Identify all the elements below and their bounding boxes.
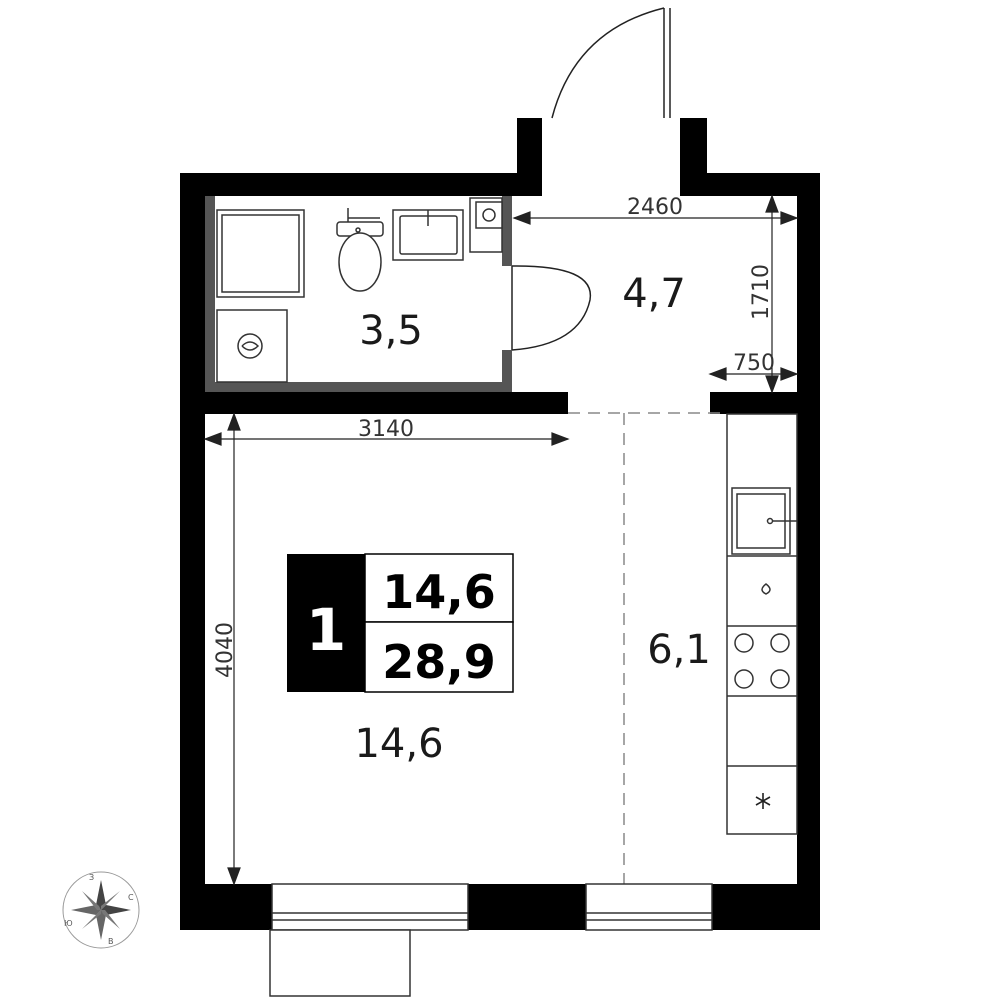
dim-opening-width: 750 <box>733 351 775 376</box>
windows <box>269 883 713 997</box>
wall-bottom-right <box>712 884 820 930</box>
wall-right <box>797 173 820 930</box>
window-left <box>271 883 469 931</box>
bathroom-door <box>511 265 592 351</box>
exterior-walls <box>180 118 820 930</box>
zone-dividers <box>568 412 727 884</box>
room-count-box <box>287 554 365 692</box>
hob-burner <box>770 633 790 653</box>
water-drop-icon <box>761 583 771 595</box>
interior-wall-left <box>180 392 568 414</box>
kitchen-counter <box>726 413 798 835</box>
badge-living-area: 14,6 <box>382 565 496 619</box>
kitchen-fixtures <box>726 413 798 835</box>
wall-bottom-mid <box>468 884 586 930</box>
entrance-door <box>551 7 671 119</box>
wall-top-left <box>180 173 542 196</box>
kitchen-area-label: 6,1 <box>647 627 711 673</box>
dim-hall-width: 2460 <box>627 195 683 220</box>
compass-label-north: З <box>89 873 94 882</box>
entrance-column-right <box>680 118 707 196</box>
bathroom-partition <box>205 196 512 392</box>
wall-left <box>180 173 205 930</box>
apartment-badge: 1 14,6 28,9 <box>287 553 514 693</box>
dimension-lines <box>203 194 799 886</box>
hob-burner <box>734 633 754 653</box>
wall-top-right <box>680 173 820 196</box>
compass-label-south: В <box>108 937 114 946</box>
room-count: 1 <box>306 596 346 664</box>
bathroom-fixtures <box>216 197 503 383</box>
balcony <box>269 929 411 997</box>
hob-burner <box>770 669 790 689</box>
entrance-notches <box>542 118 680 130</box>
dim-living-depth: 4040 <box>213 622 238 678</box>
entrance-column-left <box>517 118 542 196</box>
living-area-label: 14,6 <box>354 721 443 767</box>
compass-label-east: С <box>128 893 134 902</box>
interior-wall-right <box>710 392 820 414</box>
window-right <box>585 883 713 931</box>
bathroom-area-label: 3,5 <box>359 308 423 354</box>
dim-living-width: 3140 <box>358 417 414 442</box>
compass-label-west: Ю <box>64 919 73 928</box>
snowflake-icon <box>755 793 771 809</box>
wall-bottom-left <box>180 884 272 930</box>
hall-area-label: 4,7 <box>622 271 686 317</box>
hob-burner <box>734 669 754 689</box>
dim-hall-depth: 1710 <box>749 264 774 320</box>
compass-rose-icon: З С В Ю <box>62 871 140 949</box>
badge-total-area: 28,9 <box>382 635 496 689</box>
